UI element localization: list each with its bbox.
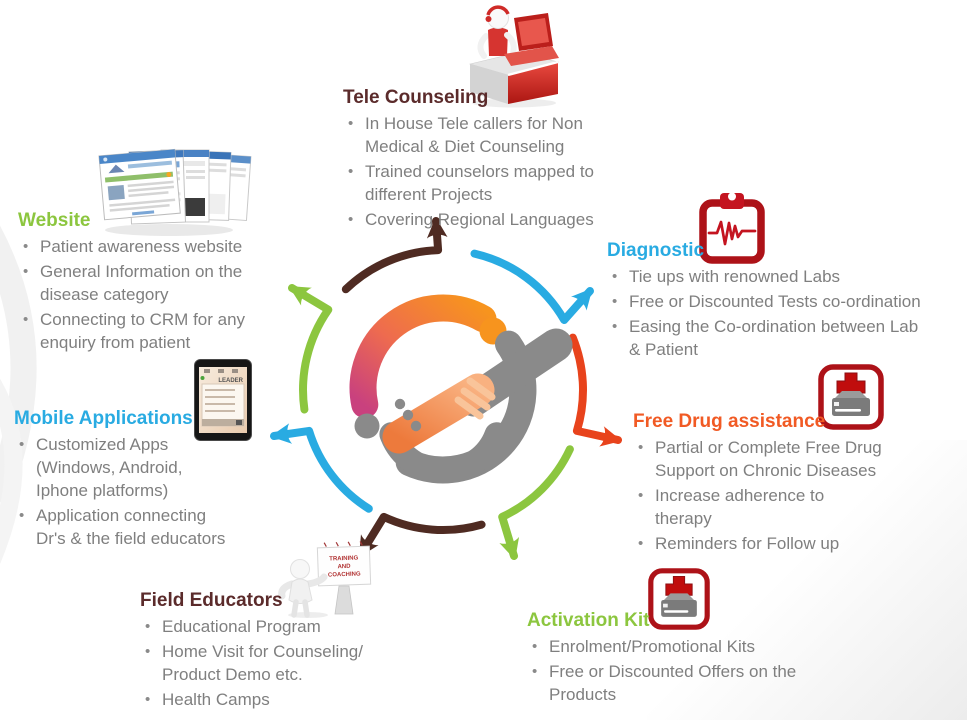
diagnostic-icon [699, 192, 765, 264]
bullet-text: Reminders for Follow up [655, 533, 840, 553]
bullet-text: Enrolment/Promotional Kits [549, 636, 755, 656]
section-title: Diagnostic [607, 240, 705, 261]
logo-orange-hand [382, 373, 495, 454]
logo-smile-arc [379, 422, 509, 483]
bullet-item: Free or Discounted Tests co-ordination [607, 290, 959, 313]
bullet-text: Free or Discounted Offers on the Product… [549, 661, 797, 704]
bullet-item: Partial or Complete Free Drug Support on… [633, 436, 918, 482]
section-free-drug-assistance: Free Drug assistance Partial or Complete… [633, 411, 918, 557]
bullet-item: Easing the Co-ordination between Lab & P… [607, 315, 959, 361]
bullet-item: Covering Regional Languages [343, 208, 643, 231]
section-title: Website [18, 210, 91, 231]
section-title: Free Drug assistance [633, 411, 826, 432]
bullet-item: Trained counselors mapped to different P… [343, 160, 643, 206]
bullet-item: Home Visit for Counseling/ Product Demo … [140, 640, 400, 686]
bullet-list: Educational Program Home Visit for Couns… [140, 615, 400, 711]
bullet-text: Application connecting Dr's & the field … [36, 505, 226, 548]
section-title: Field Educators [140, 590, 283, 611]
bullet-list: Enrolment/Promotional Kits Free or Disco… [527, 635, 847, 706]
section-mobile-applications: Mobile Applications Customized Apps (Win… [14, 408, 254, 552]
bullet-text: Connecting to CRM for any enquiry from p… [40, 309, 246, 352]
bullet-text: Free or Discounted Tests co-ordination [629, 291, 921, 311]
section-title: Activation Kit [527, 610, 650, 631]
logo-gray-arc [395, 330, 537, 484]
bullet-text: Home Visit for Counseling/ Product Demo … [162, 641, 363, 684]
bullet-item: Tie ups with renowned Labs [607, 265, 959, 288]
bullet-item: Enrolment/Promotional Kits [527, 635, 847, 658]
tablet-screen-label: LEADER [218, 378, 243, 384]
bullet-item: Health Camps [140, 688, 400, 711]
bullet-list: Partial or Complete Free Drug Support on… [633, 436, 918, 555]
logo-orange-dot [479, 317, 507, 345]
bullet-text: Partial or Complete Free Drug Support on… [655, 437, 882, 480]
mobile-applications-icon: LEADER [194, 359, 252, 441]
bullet-text: Customized Apps (Windows, Android, Iphon… [36, 434, 183, 500]
logo-top-arc [349, 294, 497, 419]
logo-knuckles [394, 398, 422, 432]
section-website: Website Patient awareness website Genera… [18, 210, 280, 356]
logo-gray-hand [457, 328, 573, 417]
bullet-item: In House Tele callers for Non Medical & … [343, 112, 643, 158]
logo-fingers [454, 377, 496, 420]
bullet-item: General Information on the disease categ… [18, 260, 280, 306]
section-title: Mobile Applications [14, 408, 193, 429]
section-activation-kit: Activation Kit Enrolment/Promotional Kit… [527, 610, 847, 708]
bullet-item: Reminders for Follow up [633, 532, 918, 555]
bullet-item: Increase adherence to therapy [633, 484, 918, 530]
bullet-item: Application connecting Dr's & the field … [14, 504, 254, 550]
bullet-text: Patient awareness website [40, 236, 243, 256]
section-title: Tele Counseling [343, 87, 489, 108]
website-icon [98, 148, 252, 236]
bullet-text: Increase adherence to therapy [655, 485, 825, 528]
handshake-logo [349, 294, 573, 484]
bullet-text: Health Camps [162, 689, 270, 709]
bullet-item: Educational Program [140, 615, 400, 638]
bullet-item: Customized Apps (Windows, Android, Iphon… [14, 433, 254, 502]
swirl-stroke [0, 378, 23, 564]
sign-line-3: COACHING [328, 571, 361, 578]
bullet-text: Trained counselors mapped to different P… [365, 161, 595, 204]
logo-gray-dot [354, 413, 380, 439]
section-diagnostic: Diagnostic Tie ups with renowned Labs Fr… [607, 240, 959, 363]
bullet-text: Covering Regional Languages [365, 209, 594, 229]
section-tele-counseling: Tele Counseling In House Tele callers fo… [343, 87, 643, 233]
tele-counseling-icon [468, 5, 560, 108]
activation-kit-icon [648, 568, 710, 630]
bullet-text: Easing the Co-ordination between Lab & P… [629, 316, 919, 359]
bullet-item: Connecting to CRM for any enquiry from p… [18, 308, 280, 354]
bullet-list: Patient awareness website General Inform… [18, 235, 280, 354]
bullet-item: Free or Discounted Offers on the Product… [527, 660, 847, 706]
field-educators-icon: TRAINING AND COACHING [278, 541, 372, 618]
arrow-diagnostic [470, 249, 594, 324]
bullet-list: Customized Apps (Windows, Android, Iphon… [14, 433, 254, 550]
bullet-list: In House Tele callers for Non Medical & … [343, 112, 643, 231]
arrow-mobile-applications [270, 423, 373, 513]
bullet-list: Tie ups with renowned Labs Free or Disco… [607, 265, 959, 361]
free-drug-assistance-icon [818, 364, 884, 430]
arrow-field-educators [357, 512, 486, 558]
sign-line-1: TRAINING [329, 555, 359, 562]
bullet-text: General Information on the disease categ… [40, 261, 243, 304]
bullet-text: In House Tele callers for Non Medical & … [365, 113, 583, 156]
arrow-website [288, 284, 333, 414]
bullet-text: Educational Program [162, 616, 321, 636]
bullet-text: Tie ups with renowned Labs [629, 266, 841, 286]
section-field-educators: Field Educators Educational Program Home… [140, 590, 400, 713]
arrow-activation-kit [498, 445, 574, 560]
bullet-item: Patient awareness website [18, 235, 280, 258]
sign-line-2: AND [337, 564, 351, 570]
